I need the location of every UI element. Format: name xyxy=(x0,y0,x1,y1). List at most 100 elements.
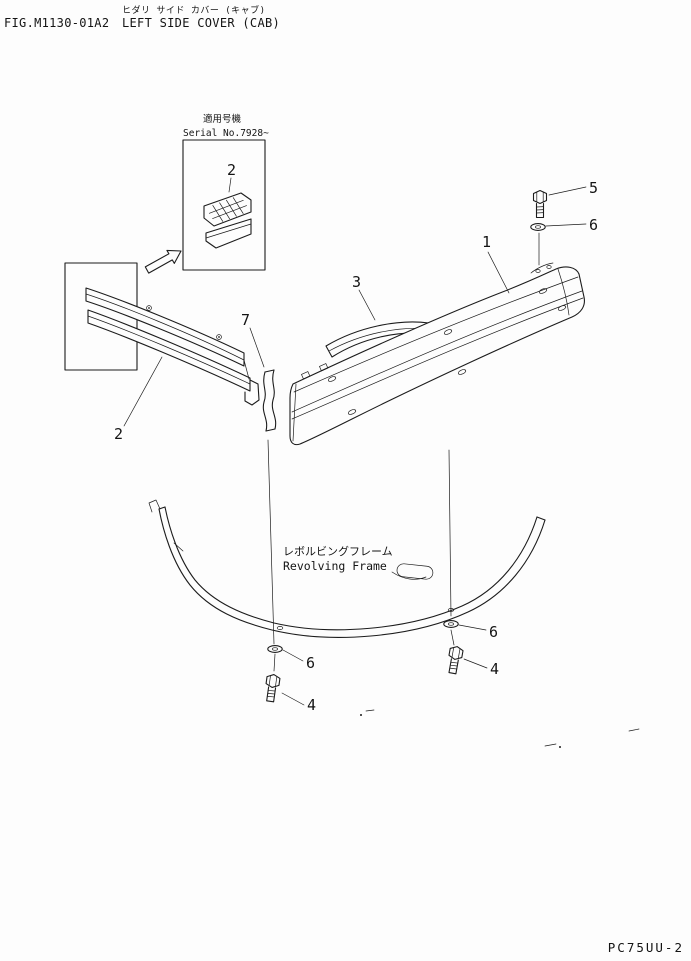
frame-label-en: Revolving Frame xyxy=(283,559,387,573)
mount-line-right xyxy=(448,449,452,617)
part-2-side-cover: 2 xyxy=(85,287,260,443)
callout-4-left: 4 xyxy=(307,696,316,714)
part1-groove-bottom xyxy=(291,297,584,420)
part1-hole xyxy=(327,376,337,382)
frame-end-caps xyxy=(158,506,546,521)
callout-2-detail: 2 xyxy=(227,161,236,179)
callout-6-right: 6 xyxy=(489,623,498,641)
figure-title-kana: ヒダリ サイド カバー (キャブ) xyxy=(122,4,266,16)
callout-5-leader xyxy=(548,186,587,196)
figure-header: ヒダリ サイド カバー (キャブ) FIG.M1130-01A2 LEFT SI… xyxy=(4,4,280,30)
callout-6-right-leader xyxy=(458,624,487,631)
fastener-top-right: 5 6 xyxy=(530,179,598,266)
part2-upper-rail-line xyxy=(85,293,245,361)
frame-bolt-hole xyxy=(276,626,284,630)
part2-end-join xyxy=(243,359,250,380)
part2-lower-rail-line xyxy=(87,315,251,385)
part1-tab-hole xyxy=(535,269,541,273)
mount-line-left xyxy=(267,439,275,645)
part1-flange-line xyxy=(293,276,579,393)
part1-top-tab xyxy=(530,262,554,274)
frame-slot xyxy=(396,563,434,580)
fastener-bottom-right: 6 4 xyxy=(443,620,499,678)
figure-title: LEFT SIDE COVER (CAB) xyxy=(122,16,280,30)
bolt-icon xyxy=(532,189,548,219)
part7-edge-right xyxy=(271,369,277,430)
part1-hole xyxy=(457,369,467,375)
washer-icon xyxy=(530,223,546,231)
bolt-icon xyxy=(445,644,465,675)
callout-6-left-leader xyxy=(282,649,304,662)
frame-label-jp: レボルビングフレーム xyxy=(283,544,393,558)
part1-tab-hole xyxy=(546,265,552,269)
part1-end-face xyxy=(557,268,570,316)
part-7-bracket: 7 xyxy=(241,311,277,432)
part1-groove-top xyxy=(291,290,583,413)
tick-dot xyxy=(360,714,362,716)
part2-lower-rail xyxy=(87,309,251,392)
part2-end-hook xyxy=(244,379,260,406)
serial-note-jp: 適用号機 xyxy=(203,113,242,125)
detail-part-lower-band xyxy=(205,218,252,249)
tick-mark xyxy=(365,709,375,712)
fastener-bottom-left: 6 4 xyxy=(263,645,316,714)
frame-outer-edge xyxy=(158,508,546,638)
callout-3-leader xyxy=(358,289,376,321)
frame-bolt-hole xyxy=(447,608,455,612)
washer-bolt-link xyxy=(273,653,276,672)
washer-icon xyxy=(443,620,459,628)
callout-6-left: 6 xyxy=(306,654,315,672)
detail-arrow-icon xyxy=(144,249,182,274)
callout-4-right: 4 xyxy=(490,660,499,678)
part2-upper-rail xyxy=(85,287,245,367)
callout-7: 7 xyxy=(241,311,250,329)
washer-bolt-link xyxy=(450,629,455,646)
callout-7-leader xyxy=(249,327,265,368)
part-1-side-cover: 1 xyxy=(289,233,585,446)
callout-2-detail-leader xyxy=(228,177,232,193)
detail-part-lower-band-line xyxy=(205,223,252,239)
part7-caps xyxy=(264,369,276,432)
washer-icon xyxy=(267,645,283,653)
callout-6-top-leader xyxy=(545,223,587,227)
registration-marks xyxy=(360,709,640,748)
frame-left-hook xyxy=(148,499,161,513)
detail-box-frame xyxy=(182,139,266,271)
callout-4-right-leader xyxy=(463,658,488,669)
screw-dot-icon xyxy=(148,307,150,309)
figure-code: FIG.M1130-01A2 xyxy=(4,16,109,30)
serial-note: Serial No.7928~ xyxy=(183,128,269,139)
tick-mark xyxy=(544,743,557,747)
callout-1-leader xyxy=(487,251,510,294)
callout-2-main: 2 xyxy=(114,425,123,443)
callout-3: 3 xyxy=(352,273,361,291)
callout-4-left-leader xyxy=(281,692,305,706)
tick-dot xyxy=(559,746,561,748)
model-code: PC75UU-2 xyxy=(608,940,684,955)
screw-icon xyxy=(216,334,222,340)
screw-dot-icon xyxy=(218,336,220,338)
part1-clip xyxy=(319,363,329,372)
part1-clip xyxy=(301,371,311,380)
part7-edge-left xyxy=(262,371,268,432)
part1-hole xyxy=(557,305,567,311)
part1-hole xyxy=(538,288,548,294)
revolving-frame: レボルビングフレーム Revolving Frame xyxy=(148,499,546,638)
frame-notch xyxy=(173,542,184,552)
part1-hole xyxy=(443,329,453,335)
frame-inner-edge xyxy=(164,506,538,631)
callout-5: 5 xyxy=(589,179,598,197)
serial-detail-box: 適用号機 Serial No.7928~ 2 xyxy=(182,113,269,271)
callout-2-main-leader xyxy=(123,356,163,427)
part1-left-cap xyxy=(292,383,297,442)
callout-6-top: 6 xyxy=(589,216,598,234)
callout-1: 1 xyxy=(482,233,491,251)
part1-hole xyxy=(347,409,357,415)
screw-icon xyxy=(146,305,152,311)
detail-part-grille-hatch xyxy=(208,197,247,222)
frame-label-leader xyxy=(391,571,427,580)
bolt-icon xyxy=(263,673,281,703)
part1-outline xyxy=(289,266,585,446)
